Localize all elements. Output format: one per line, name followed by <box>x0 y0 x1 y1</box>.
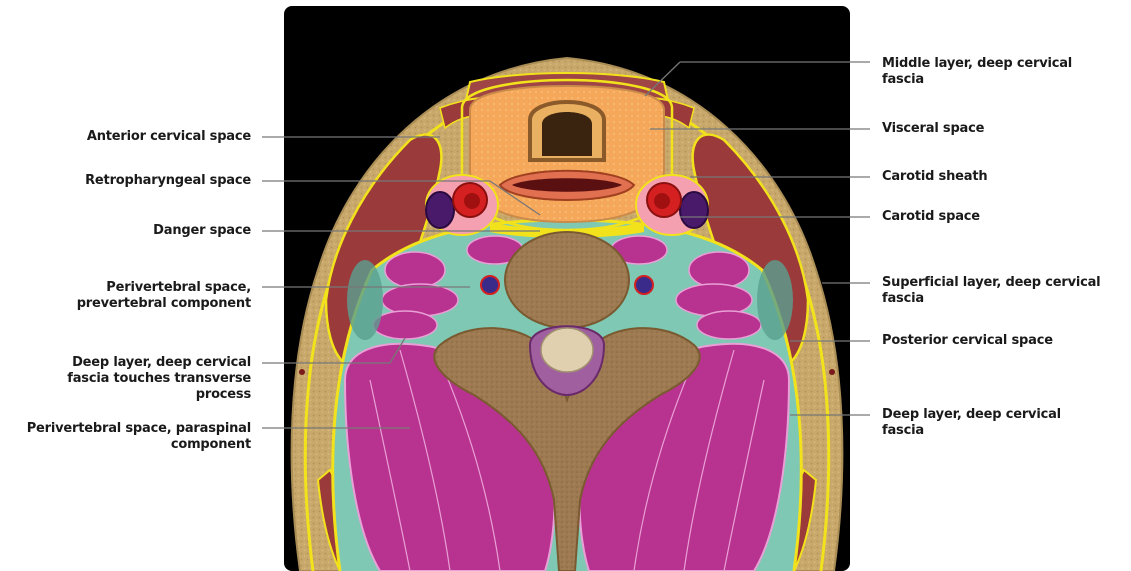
right-carotid-sheath <box>636 175 708 235</box>
label-carotid-sheath: Carotid sheath <box>882 169 987 185</box>
spinal-cord <box>541 328 593 372</box>
right-ej-vein <box>829 369 835 375</box>
label-line: fascia <box>882 72 1072 88</box>
posterior-cervical-space-left <box>347 260 383 340</box>
label-line: process <box>67 387 251 403</box>
label-line: Carotid space <box>882 209 980 225</box>
trachea-lumen <box>542 112 592 156</box>
label-line: Retropharyngeal space <box>85 173 251 189</box>
left-carotid-sheath <box>426 175 498 235</box>
label-line: Deep layer, deep cervical <box>882 407 1061 423</box>
label-middle-layer: Middle layer, deep cervical fascia <box>882 56 1072 88</box>
label-line: Middle layer, deep cervical <box>882 56 1072 72</box>
label-posterior-cervical-space: Posterior cervical space <box>882 333 1053 349</box>
label-carotid-space: Carotid space <box>882 209 980 225</box>
label-line: Perivertebral space, paraspinal <box>27 421 251 437</box>
label-line: Posterior cervical space <box>882 333 1053 349</box>
label-line: Deep layer, deep cervical <box>67 355 251 371</box>
label-anterior-cervical-space: Anterior cervical space <box>87 129 251 145</box>
label-line: prevertebral component <box>77 296 251 312</box>
label-perivertebral-prevertebral: Perivertebral space, prevertebral compon… <box>77 280 251 312</box>
label-line: Superficial layer, deep cervical <box>882 275 1100 291</box>
label-deep-layer-transverse: Deep layer, deep cervical fascia touches… <box>67 355 251 403</box>
label-line: Carotid sheath <box>882 169 987 185</box>
left-ej-vein <box>299 369 305 375</box>
left-vertebral-artery <box>481 276 499 294</box>
label-line: fascia touches transverse <box>67 371 251 387</box>
label-perivertebral-paraspinal: Perivertebral space, paraspinal componen… <box>27 421 251 453</box>
label-visceral-space: Visceral space <box>882 121 984 137</box>
label-line: fascia <box>882 291 1100 307</box>
posterior-cervical-space-right <box>757 260 793 340</box>
label-line: fascia <box>882 423 1061 439</box>
label-line: component <box>27 437 251 453</box>
label-retropharyngeal-space: Retropharyngeal space <box>85 173 251 189</box>
vertebral-body <box>505 232 629 328</box>
label-line: Perivertebral space, <box>77 280 251 296</box>
label-line: Danger space <box>153 223 251 239</box>
right-vertebral-artery <box>635 276 653 294</box>
label-deep-layer: Deep layer, deep cervical fascia <box>882 407 1061 439</box>
label-superficial-layer: Superficial layer, deep cervical fascia <box>882 275 1100 307</box>
label-line: Visceral space <box>882 121 984 137</box>
label-line: Anterior cervical space <box>87 129 251 145</box>
label-danger-space: Danger space <box>153 223 251 239</box>
